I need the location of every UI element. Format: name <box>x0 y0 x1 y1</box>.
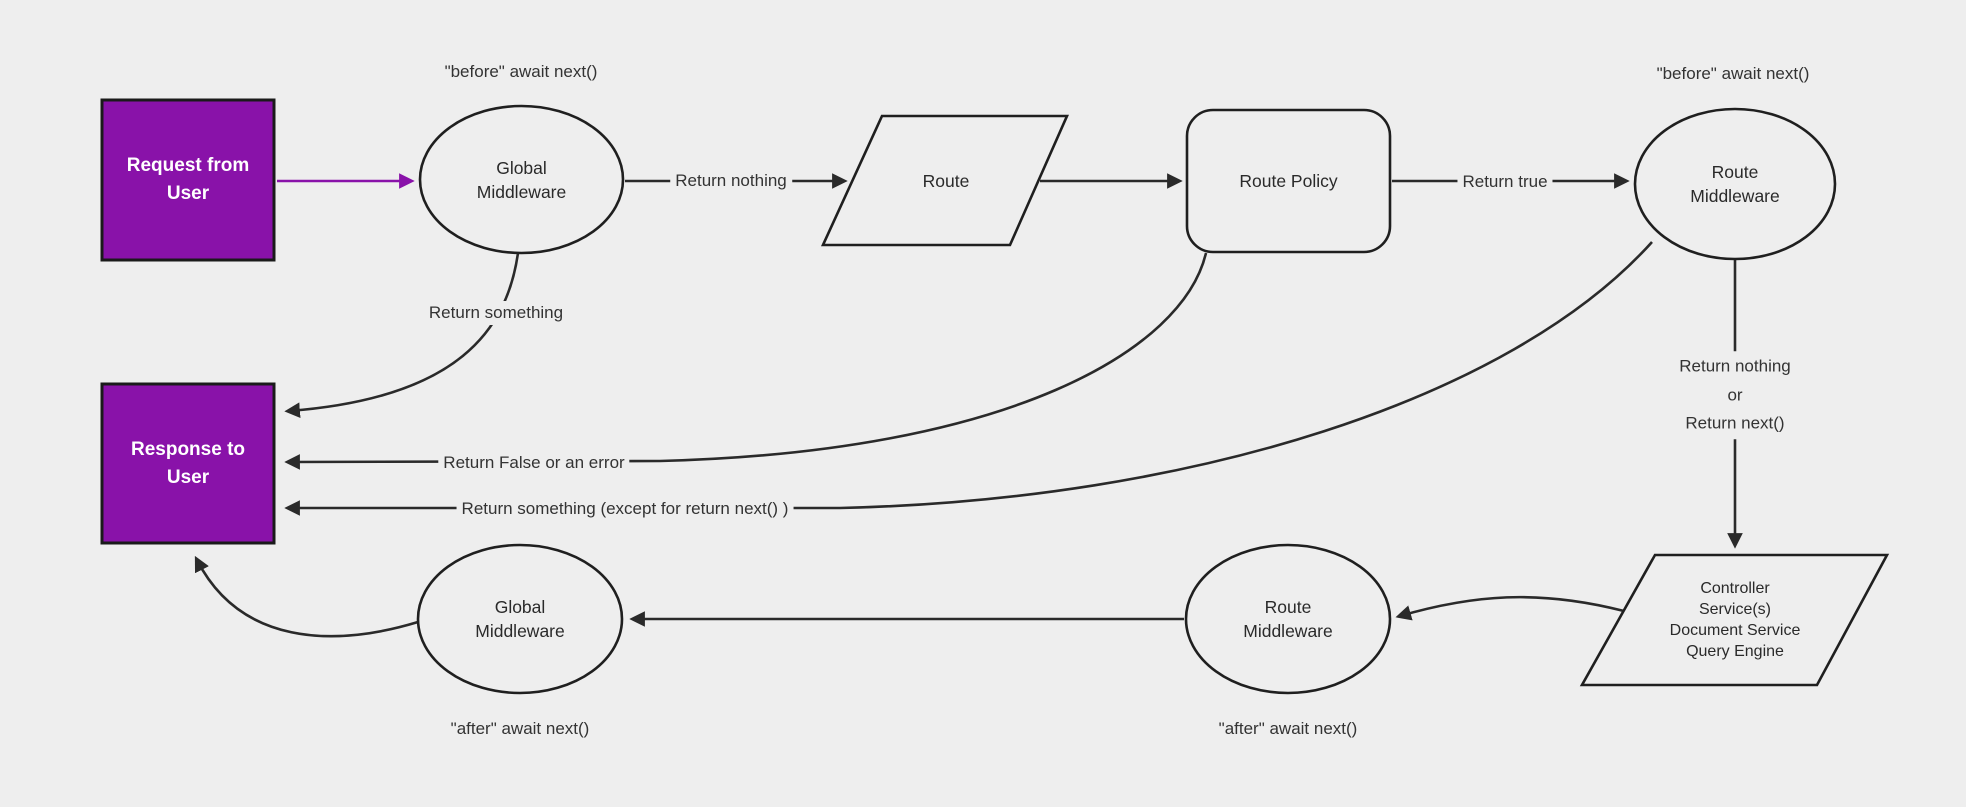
route-parallelogram <box>820 114 1069 247</box>
request-from-user-box <box>100 98 276 262</box>
response-to-user-box <box>100 382 276 545</box>
before-await-next-left-label: "before" await next() <box>444 62 598 81</box>
return-something-except-label: Return something (except for return next… <box>456 497 794 521</box>
edge-route-policy-return-false <box>284 252 1208 470</box>
edge-global-middleware-to-response <box>194 555 419 638</box>
after-await-next-right-label: "after" await next() <box>1218 719 1358 738</box>
return-something-label: Return something <box>423 301 569 325</box>
before-await-next-right-label: "before" await next() <box>1656 64 1810 83</box>
controller-parallelogram <box>1579 553 1890 687</box>
edge-global-middleware-return-something <box>284 252 520 418</box>
route-middleware-bottom-ellipse <box>1184 543 1392 695</box>
after-await-next-left-label: "after" await next() <box>450 719 590 738</box>
return-true-label: Return true <box>1457 170 1553 194</box>
return-nothing-or-next-label: Return nothing or Return next() <box>1674 351 1796 439</box>
edge-route-middleware-return-something-except <box>284 241 1653 516</box>
route-middleware-top-ellipse <box>1633 107 1837 261</box>
route-policy-box <box>1185 108 1392 254</box>
edge-controller-to-route-middleware-bottom <box>1395 595 1625 621</box>
return-nothing-label: Return nothing <box>670 169 792 193</box>
return-false-label: Return False or an error <box>438 451 630 475</box>
global-middleware-top-ellipse <box>418 104 625 255</box>
global-middleware-bottom-ellipse <box>416 543 624 695</box>
